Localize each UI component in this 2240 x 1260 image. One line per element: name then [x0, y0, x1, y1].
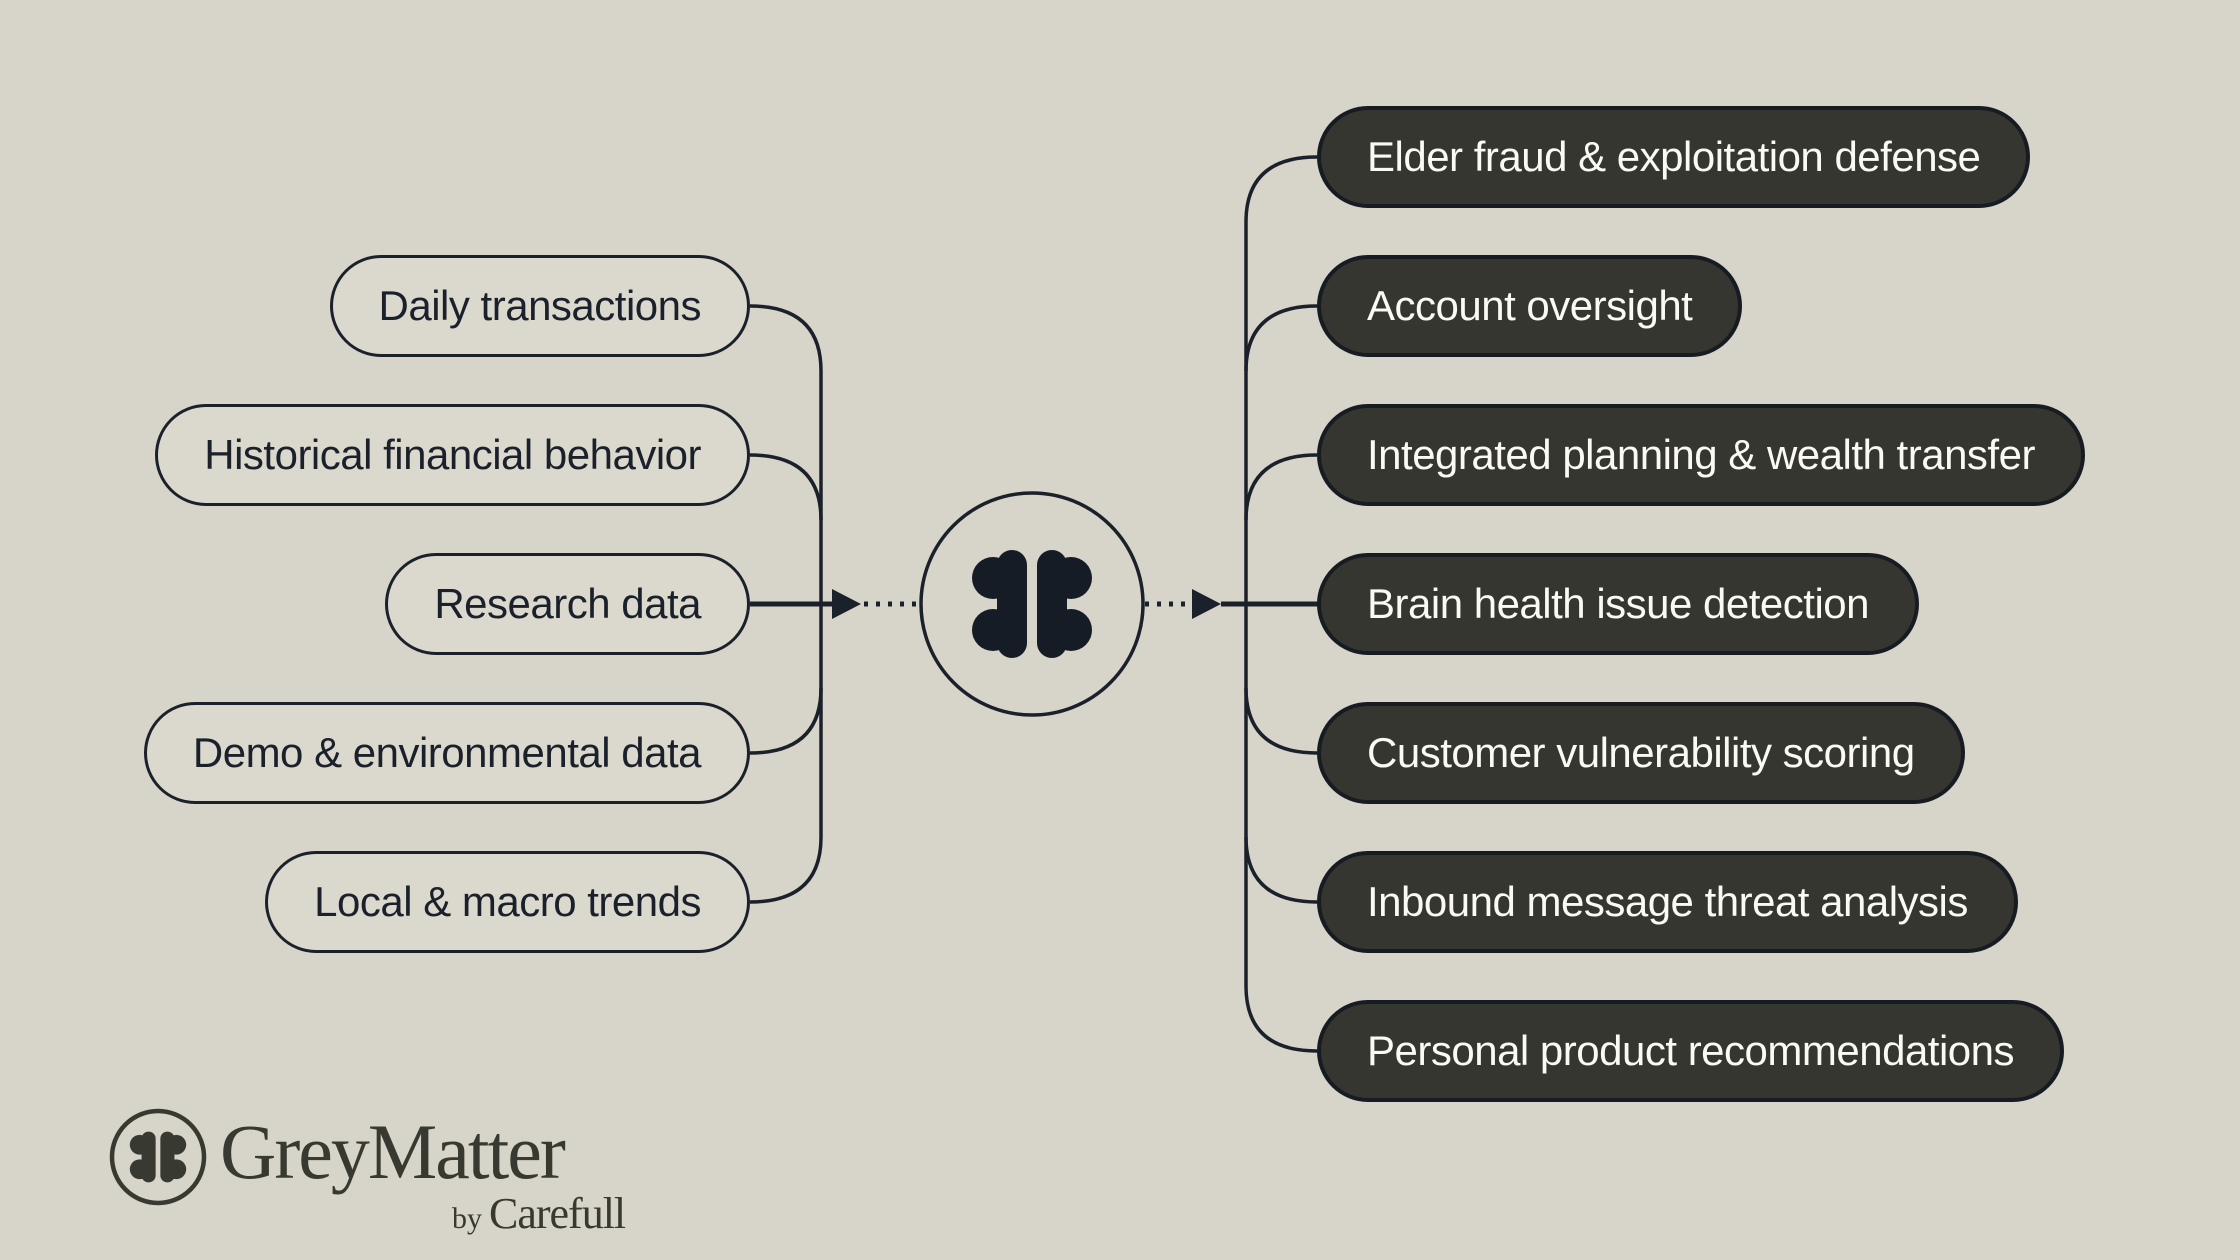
arrowhead-right-icon	[832, 589, 861, 619]
input-pill: Daily transactions	[329, 255, 750, 357]
input-pill: Research data	[385, 553, 750, 655]
input-connectors	[749, 304, 918, 904]
output-pill: Personal product recommendations	[1317, 1000, 2065, 1102]
output-connectors	[1145, 155, 1320, 1053]
input-pill: Historical financial behavior	[155, 404, 750, 506]
input-pill: Demo & environmental data	[143, 702, 750, 804]
output-pill: Customer vulnerability scoring	[1317, 702, 1965, 804]
input-pill: Local & macro trends	[265, 851, 750, 953]
output-pill: Inbound message threat analysis	[1317, 851, 2018, 953]
arrowhead-right-icon	[1192, 589, 1221, 619]
brain-icon	[972, 550, 1092, 658]
output-pill: Elder fraud & exploitation defense	[1317, 106, 2031, 208]
hub-circle	[919, 491, 1145, 717]
output-pill: Brain health issue detection	[1317, 553, 1919, 655]
output-pill: Integrated planning & wealth transfer	[1317, 404, 2085, 506]
output-pill: Account oversight	[1317, 255, 1743, 357]
